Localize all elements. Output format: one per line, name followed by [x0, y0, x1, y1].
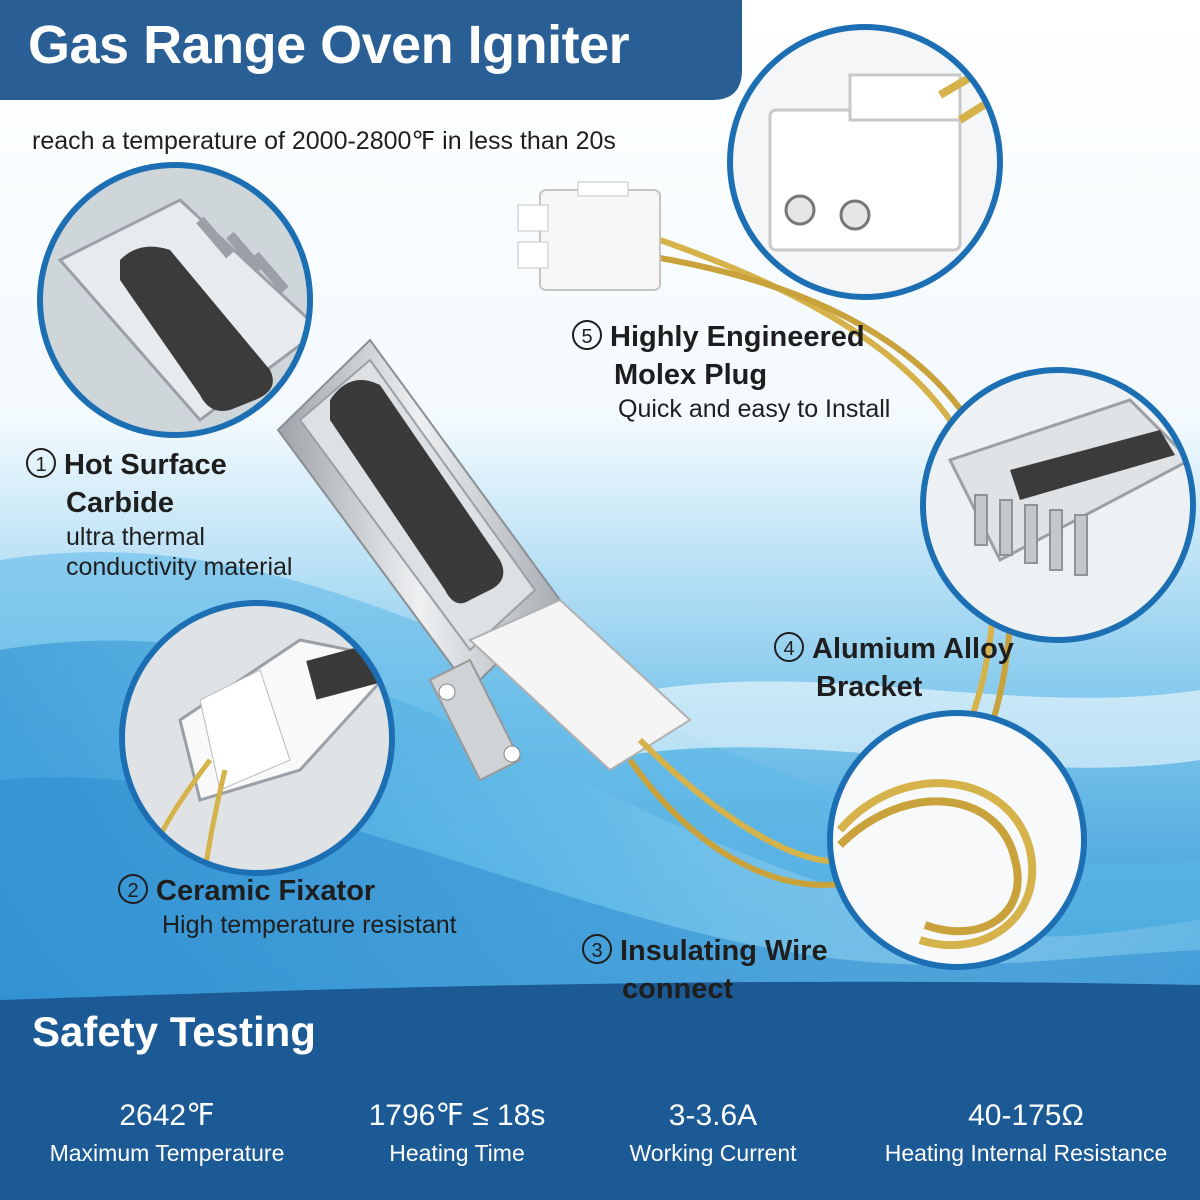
- feature-2-title: 2 Ceramic Fixator: [118, 872, 457, 910]
- feature-4-title-line2: Bracket: [816, 671, 923, 703]
- feature-1-number: 1: [26, 448, 56, 478]
- stat-label: Heating Internal Resistance: [884, 1140, 1168, 1166]
- feature-3-title: 3 Insulating Wire: [582, 932, 828, 970]
- feature-2-title-line1: Ceramic Fixator: [156, 875, 376, 907]
- feature-5-title-line2: Molex Plug: [614, 359, 768, 391]
- feature-4-title-line1: Alumium Alloy: [812, 633, 1014, 665]
- safety-title: Safety Testing: [32, 1008, 316, 1055]
- stat-value: 2642℉: [119, 1099, 215, 1132]
- feature-4: 4 Alumium Alloy Bracket: [774, 630, 1014, 706]
- feature-5-title-line1: Highly Engineered: [610, 321, 865, 353]
- feature-2-number: 2: [118, 874, 148, 904]
- feature-5-title: 5 Highly Engineered: [572, 318, 890, 356]
- feature-5: 5 Highly Engineered Molex Plug Quick and …: [572, 318, 890, 424]
- feature-5-number: 5: [572, 320, 602, 350]
- feature-2-desc-line1: High temperature resistant: [162, 911, 457, 939]
- stat-working-current: 3-3.6A Working Current: [568, 1096, 858, 1170]
- stat-value: 40-175Ω: [968, 1099, 1084, 1132]
- feature-1-title-line1: Hot Surface: [64, 449, 227, 481]
- feature-1-title-line2: Carbide: [66, 487, 174, 519]
- feature-1-desc-line2: conductivity material: [66, 553, 293, 581]
- stat-value: 1796℉ ≤ 18s: [368, 1099, 546, 1132]
- page-subtitle: reach a temperature of 2000-2800℉ in les…: [32, 127, 616, 155]
- feature-2: 2 Ceramic Fixator High temperature resist…: [118, 872, 457, 940]
- stat-label: Maximum Temperature: [49, 1140, 285, 1166]
- feature-3-number: 3: [582, 934, 612, 964]
- feature-3-title-line2: connect: [622, 973, 734, 1005]
- feature-1: 1 Hot Surface Carbide ultra thermal condu…: [26, 446, 292, 582]
- feature-4-number: 4: [774, 632, 804, 662]
- feature-1-desc-line1: ultra thermal: [66, 523, 205, 551]
- feature-4-title: 4 Alumium Alloy: [774, 630, 1014, 668]
- stat-label: Working Current: [629, 1140, 797, 1166]
- page-title: Gas Range Oven Igniter: [28, 15, 630, 75]
- stat-heating-time: 1796℉ ≤ 18s Heating Time: [312, 1096, 602, 1170]
- stat-internal-resistance: 40-175Ω Heating Internal Resistance: [868, 1096, 1184, 1170]
- feature-5-desc-line1: Quick and easy to Install: [618, 395, 891, 423]
- stat-value: 3-3.6A: [668, 1099, 758, 1132]
- feature-3-title-line1: Insulating Wire: [620, 935, 828, 967]
- feature-1-title: 1 Hot Surface: [26, 446, 292, 484]
- feature-3: 3 Insulating Wire connect: [582, 932, 828, 1008]
- stat-max-temperature: 2642℉ Maximum Temperature: [22, 1096, 312, 1170]
- stat-label: Heating Time: [389, 1140, 525, 1166]
